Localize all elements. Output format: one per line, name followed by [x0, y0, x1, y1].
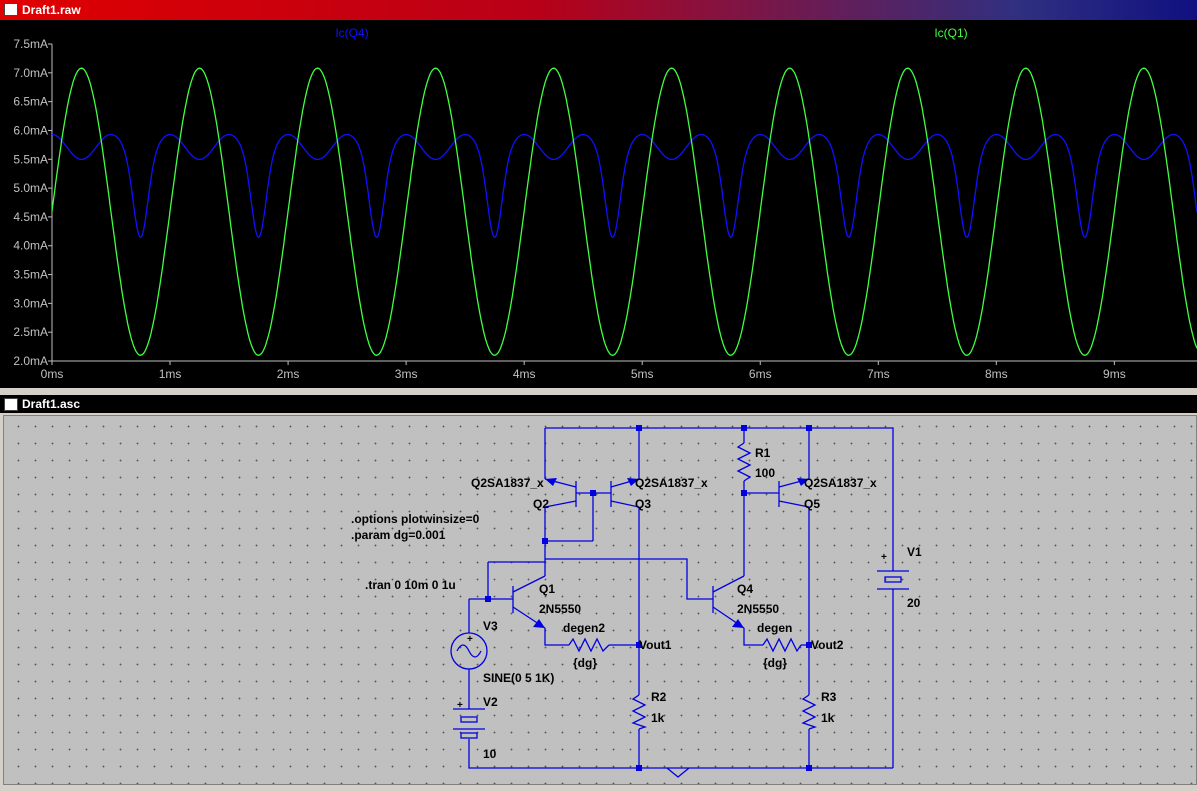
x-tick-label: 6ms: [749, 367, 772, 381]
x-tick-label: 3ms: [395, 367, 418, 381]
r1-name[interactable]: R1: [755, 446, 771, 460]
v1-value[interactable]: 20: [907, 596, 921, 610]
q4-name[interactable]: Q4: [737, 582, 753, 596]
y-tick-label: 4.5mA: [13, 210, 48, 224]
v3-value[interactable]: SINE(0 5 1K): [483, 671, 554, 685]
arrows-and-nodes: [485, 425, 812, 771]
trace-label-icq1[interactable]: Ic(Q1): [934, 26, 967, 40]
q3-name[interactable]: Q3: [635, 497, 651, 511]
plot-window-titlebar[interactable]: Draft1.raw: [0, 0, 1197, 20]
v2-name[interactable]: V2: [483, 695, 498, 709]
plot-window-title: Draft1.raw: [22, 3, 81, 17]
x-tick-label: 2ms: [277, 367, 300, 381]
net-vout1[interactable]: Vout1: [639, 638, 672, 652]
x-tick-label: 7ms: [867, 367, 890, 381]
x-tick-label: 0ms: [41, 367, 64, 381]
q4-model[interactable]: 2N5550: [737, 602, 779, 616]
net-vout2[interactable]: Vout2: [811, 638, 844, 652]
trace-icq1[interactable]: [51, 67, 1197, 356]
degen2-value[interactable]: {dg}: [573, 656, 597, 670]
directive-options[interactable]: .options plotwinsize=0: [351, 512, 480, 526]
schematic-window-title: Draft1.asc: [22, 397, 81, 411]
v1-name[interactable]: V1: [907, 545, 922, 559]
y-tick-label: 4.0mA: [13, 239, 48, 253]
y-tick-label: 6.0mA: [13, 123, 48, 137]
schematic-window-titlebar[interactable]: Draft1.asc: [0, 395, 1197, 413]
q1-name[interactable]: Q1: [539, 582, 555, 596]
y-tick-label: 6.5mA: [13, 95, 48, 109]
schematic-icon: [4, 398, 18, 411]
schematic-canvas[interactable]: Q2SA1837_x Q2 Q2SA1837_x Q3 Q2SA1837_x Q…: [3, 415, 1197, 785]
x-tick-label: 1ms: [159, 367, 182, 381]
schematic-window: Draft1.asc: [0, 395, 1197, 789]
y-tick-label: 7.0mA: [13, 66, 48, 80]
r3-name[interactable]: R3: [821, 690, 837, 704]
x-tick-label: 4ms: [513, 367, 536, 381]
v3-name[interactable]: V3: [483, 619, 498, 633]
circuit-diagram: Q2SA1837_x Q2 Q2SA1837_x Q3 Q2SA1837_x Q…: [351, 425, 922, 778]
q2-name[interactable]: Q2: [533, 497, 549, 511]
y-tick-label: 3.0mA: [13, 296, 48, 310]
plus-sign-v2: +: [457, 700, 463, 711]
q3-model[interactable]: Q2SA1837_x: [635, 476, 708, 490]
degen-value[interactable]: {dg}: [763, 656, 787, 670]
q2-model[interactable]: Q2SA1837_x: [471, 476, 544, 490]
y-tick-label: 2.0mA: [13, 354, 48, 368]
y-tick-label: 3.5mA: [13, 268, 48, 282]
trace-icq4[interactable]: [52, 133, 1197, 239]
x-tick-label: 8ms: [985, 367, 1008, 381]
x-tick-label: 9ms: [1103, 367, 1126, 381]
waveform-plot[interactable]: Ic(Q4) Ic(Q1) 7.5mA 7.0mA 6.5mA 6.0mA 5.5mA 5…: [0, 20, 1197, 388]
plus-sign-v1: +: [881, 552, 887, 563]
y-tick-label: 7.5mA: [13, 37, 48, 51]
plot-window: Draft1.raw Ic(Q4) Ic(Q1) 7.5mA 7.0mA 6.5mA…: [0, 0, 1197, 392]
transistor-symbols: [450, 442, 909, 739]
q1-model[interactable]: 2N5550: [539, 602, 581, 616]
degen2-name[interactable]: degen2: [563, 621, 605, 635]
plus-sign-v3: +: [467, 634, 473, 645]
y-tick-label: 5.5mA: [13, 152, 48, 166]
wires: [468, 427, 894, 778]
trace-label-icq4[interactable]: Ic(Q4): [335, 26, 368, 40]
directive-tran[interactable]: .tran 0 10m 0 1u: [365, 578, 456, 592]
component-labels: Q2SA1837_x Q2 Q2SA1837_x Q3 Q2SA1837_x Q…: [351, 446, 922, 761]
r1-value[interactable]: 100: [755, 466, 775, 480]
y-tick-label: 5.0mA: [13, 181, 48, 195]
r3-value[interactable]: 1k: [821, 711, 835, 725]
v2-value[interactable]: 10: [483, 747, 497, 761]
degen-name[interactable]: degen: [757, 621, 792, 635]
r2-name[interactable]: R2: [651, 690, 667, 704]
r2-value[interactable]: 1k: [651, 711, 665, 725]
q5-model[interactable]: Q2SA1837_x: [804, 476, 877, 490]
q5-name[interactable]: Q5: [804, 497, 820, 511]
x-tick-label: 5ms: [631, 367, 654, 381]
waveform-icon: [4, 3, 18, 16]
y-tick-label: 2.5mA: [13, 325, 48, 339]
waveform-chart: Ic(Q4) Ic(Q1) 7.5mA 7.0mA 6.5mA 6.0mA 5.5mA 5…: [13, 26, 1197, 381]
directive-param[interactable]: .param dg=0.001: [351, 528, 446, 542]
